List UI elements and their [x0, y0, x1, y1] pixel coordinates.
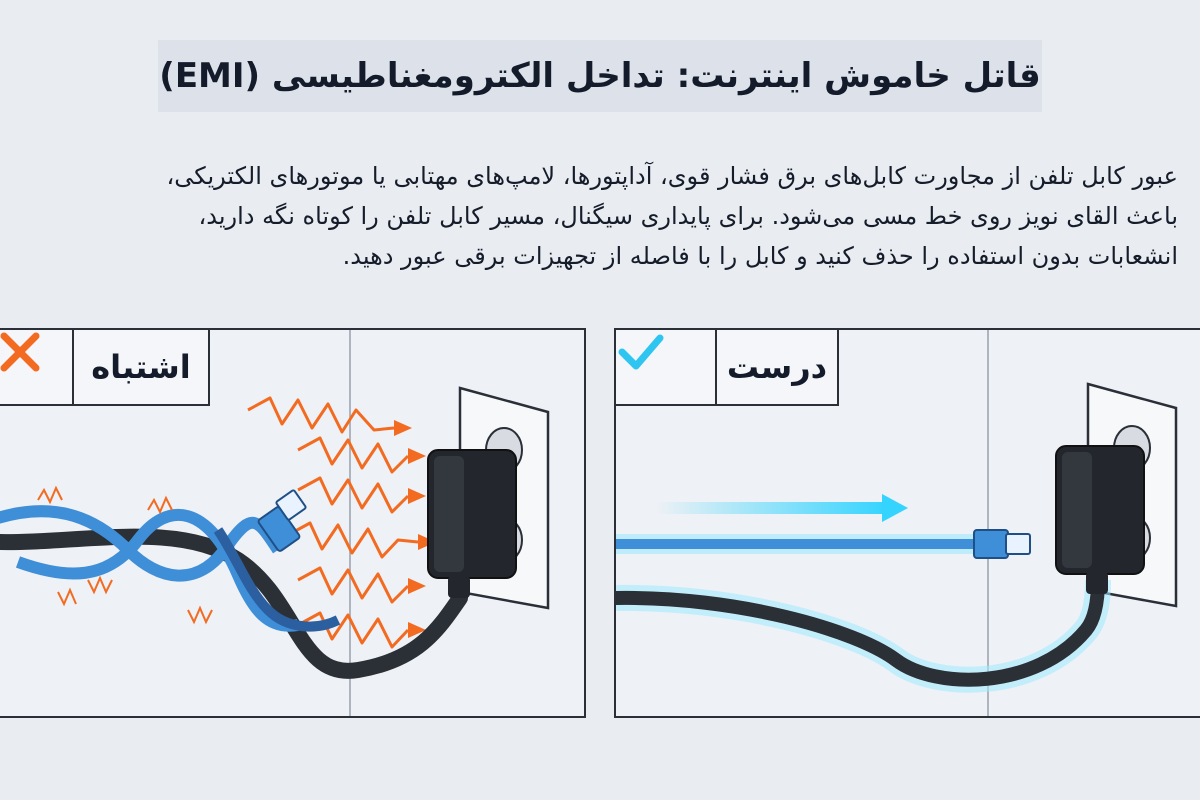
noise-wave	[297, 476, 410, 514]
wrong-icon-box	[0, 330, 74, 406]
correct-label: درست	[726, 348, 828, 386]
check-icon	[618, 334, 664, 370]
emi-noise-waves	[247, 396, 419, 649]
signal-arrow-head	[882, 494, 908, 522]
power-cable	[616, 573, 1105, 687]
rj11-connector	[973, 529, 1031, 559]
correct-icon-box	[616, 330, 717, 406]
power-adapter	[1055, 445, 1145, 594]
noise-wave	[297, 611, 410, 649]
noise-wave	[297, 566, 410, 604]
phone-cable	[0, 505, 283, 582]
wrong-illustration	[0, 330, 550, 716]
noise-wave	[287, 521, 419, 559]
signal-arrow-shaft	[656, 502, 886, 514]
wrong-label-box: اشتباه	[72, 330, 210, 406]
phone-cable-loop	[213, 527, 341, 632]
wrong-panel: اشتباه	[0, 328, 586, 718]
wrong-label: اشتباه	[91, 348, 191, 386]
noise-wave	[247, 396, 395, 434]
rj11-connector	[257, 489, 307, 552]
correct-panel: درست	[614, 328, 1200, 718]
description-paragraph: عبور کابل تلفن از مجاورت کابل‌های برق فش…	[166, 162, 1179, 270]
phone-cable-loop	[15, 508, 299, 632]
noise-wave	[297, 436, 410, 474]
cable-noise-marks	[37, 485, 213, 625]
power-adapter	[427, 449, 517, 598]
correct-label-box: درست	[715, 330, 839, 406]
correct-illustration	[616, 330, 1178, 716]
title-banner: قاتل خاموش اینترنت: تداخل الکترومغناطیسی…	[158, 40, 1042, 112]
page-title: قاتل خاموش اینترنت: تداخل الکترومغناطیسی…	[159, 56, 1041, 96]
x-icon	[0, 332, 40, 372]
